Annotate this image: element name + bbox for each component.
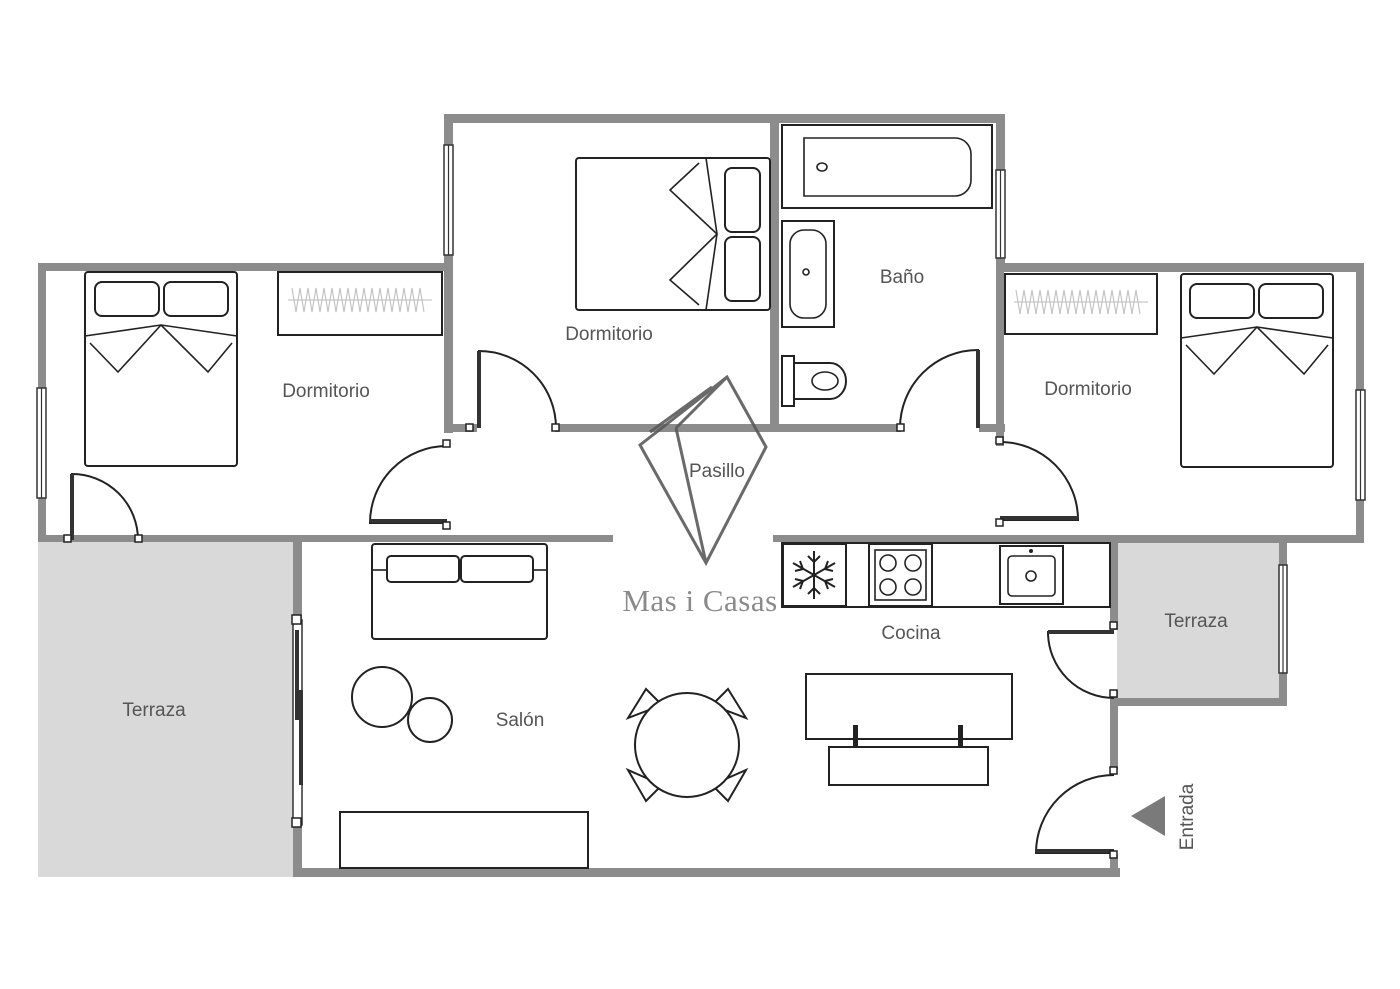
snowflake-icon	[792, 551, 836, 599]
wardrobe-right	[1004, 273, 1158, 335]
label-bedroom-right: Dormitorio	[1044, 379, 1132, 400]
tv-stand	[339, 811, 589, 869]
windows	[36, 144, 1366, 828]
label-entrance: Entrada	[1177, 783, 1198, 850]
toilet	[781, 355, 847, 407]
doors	[63, 348, 1118, 859]
kitchen-island	[805, 673, 1013, 786]
terrace-right-area	[1117, 540, 1284, 703]
triangle-arrow-icon	[1131, 796, 1165, 836]
sink-bathroom	[781, 220, 835, 328]
label-bedroom-center: Dormitorio	[565, 324, 653, 345]
bathtub	[781, 124, 993, 209]
label-kitchen: Cocina	[881, 623, 941, 644]
bed-left	[84, 271, 238, 467]
label-bathroom: Baño	[880, 267, 924, 288]
sofa	[371, 543, 548, 640]
label-terrace-right: Terraza	[1164, 611, 1228, 632]
watermark-brand: Mas i Casas	[622, 583, 777, 618]
label-terrace-left: Terraza	[122, 700, 186, 721]
dining-table	[625, 687, 749, 803]
label-living-room: Salón	[496, 710, 545, 731]
cooktop	[868, 543, 933, 607]
wardrobe-left	[277, 271, 443, 336]
kitchen-sink	[999, 545, 1064, 605]
bed-center	[575, 157, 771, 311]
label-bedroom-left: Dormitorio	[282, 381, 370, 402]
coffee-tables	[351, 666, 453, 743]
bed-right	[1180, 273, 1334, 468]
fridge	[782, 543, 847, 607]
label-hallway: Pasillo	[689, 461, 745, 482]
house-logo-icon	[638, 374, 768, 567]
terrace-left-area	[38, 540, 296, 877]
